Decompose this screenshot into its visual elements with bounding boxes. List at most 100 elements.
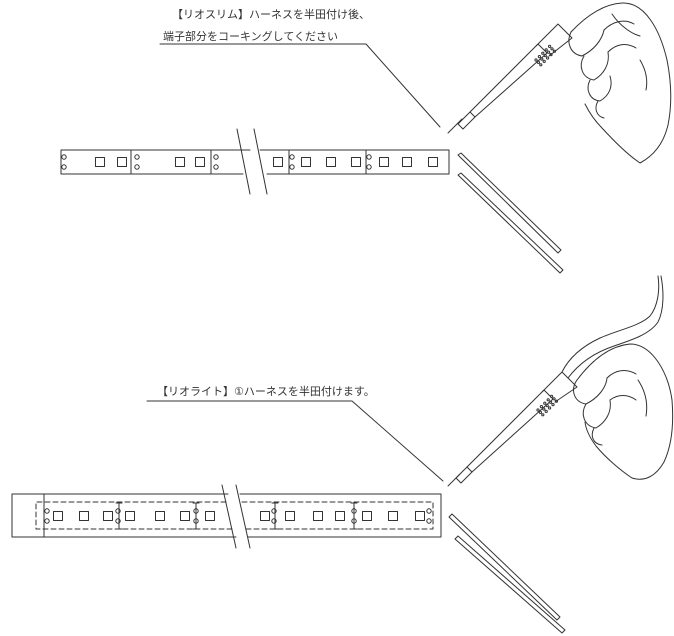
led-chip (205, 511, 215, 521)
solder-pad (213, 164, 219, 170)
wire-icon (448, 513, 566, 634)
solder-pad (366, 164, 372, 170)
solder-pad (426, 508, 432, 514)
grip-dot (536, 408, 540, 412)
led-chip (415, 511, 425, 521)
slim-break-line-1 (236, 128, 251, 195)
solder-pad (115, 508, 121, 514)
light-break-line-1 (221, 484, 237, 549)
grip-dot (552, 49, 557, 53)
grip-dot (547, 50, 551, 54)
light-break-line-2 (235, 484, 251, 549)
light-leader-line (146, 400, 444, 482)
wire-icon (457, 152, 564, 274)
led-chip (125, 511, 135, 521)
led-chip (326, 157, 336, 167)
led-chip (95, 157, 105, 167)
light-strip-right (239, 493, 442, 538)
soldering-iron-icon (447, 275, 664, 487)
solder-pad (366, 154, 372, 160)
grip-dot (550, 394, 554, 398)
light-led-row (44, 502, 432, 530)
solder-pad (289, 164, 295, 170)
solder-pad (134, 164, 140, 170)
led-chip (195, 157, 205, 167)
led-chip (180, 511, 190, 521)
led-chip (79, 511, 89, 521)
grip-dot (539, 63, 543, 67)
slim-wire-1 (457, 152, 562, 254)
led-chip (351, 157, 361, 167)
light-wire-1 (448, 513, 561, 621)
solder-pad (115, 518, 121, 524)
solder-pad (134, 154, 140, 160)
led-chip (53, 511, 63, 521)
light-inner-dashed-left (35, 501, 233, 530)
grip-dot (543, 401, 547, 405)
grip-dot (534, 58, 538, 62)
solder-pad (271, 518, 277, 524)
light-panel (11, 275, 674, 634)
light-wire-2 (454, 535, 566, 634)
slim-leader-line (159, 43, 441, 128)
led-chip (285, 511, 295, 521)
led-chip (260, 511, 270, 521)
led-chip (379, 157, 389, 167)
led-chip (103, 511, 113, 521)
grip-dot (541, 413, 545, 417)
slim-break-line-2 (253, 128, 268, 195)
led-chip (175, 157, 185, 167)
grip-dot (549, 53, 553, 57)
led-chip (428, 157, 438, 167)
led-chip (313, 511, 323, 521)
light-end-cap (11, 493, 45, 538)
grip-dot (552, 397, 556, 401)
solder-pad (44, 518, 50, 524)
grip-dot (546, 398, 550, 402)
led-chip (362, 511, 372, 521)
light-strip-left (43, 493, 237, 538)
grip-dot (540, 57, 544, 61)
grip-dot (544, 48, 548, 52)
light-inner-dashed-right (241, 501, 434, 530)
grip-dot (539, 405, 544, 409)
grip-dot (551, 403, 555, 407)
grip-dot (536, 60, 541, 65)
solder-pad (213, 154, 219, 160)
grip-dot (554, 399, 559, 403)
hand-icon (568, 2, 672, 164)
slim-strip-right (259, 149, 450, 175)
led-chip (155, 511, 165, 521)
grip-dot (544, 409, 548, 413)
grip-dot (538, 410, 543, 414)
slim-caption-line2: 端子部分をコーキングしてください (163, 30, 339, 43)
grip-dot (550, 47, 554, 51)
grip-dot (543, 54, 547, 58)
grip-dot (542, 407, 546, 411)
slim-panel (60, 2, 672, 274)
slim-led-strip (60, 128, 450, 195)
grip-dot (537, 55, 542, 59)
led-chip (301, 157, 311, 167)
grip-dot (542, 59, 546, 64)
grip-dot (545, 404, 549, 408)
grip-dot (548, 406, 552, 410)
grip-dot (548, 44, 552, 49)
hand-icon (573, 343, 674, 480)
light-caption: 【リオライト】①ハーネスを半田付けます。 (157, 385, 375, 398)
grip-dot (546, 56, 550, 60)
led-chip (273, 157, 283, 167)
slim-wire-2 (457, 172, 564, 274)
solder-pad (271, 508, 277, 514)
led-chip (335, 511, 345, 521)
solder-pad (44, 508, 50, 514)
grip-dot (541, 51, 545, 55)
solder-pad (426, 518, 432, 524)
solder-pad (61, 154, 67, 160)
led-chip (402, 157, 412, 167)
grip-dot (549, 400, 553, 404)
slim-led-row (61, 149, 438, 175)
led-chip (117, 157, 127, 167)
solder-pad (289, 154, 295, 160)
